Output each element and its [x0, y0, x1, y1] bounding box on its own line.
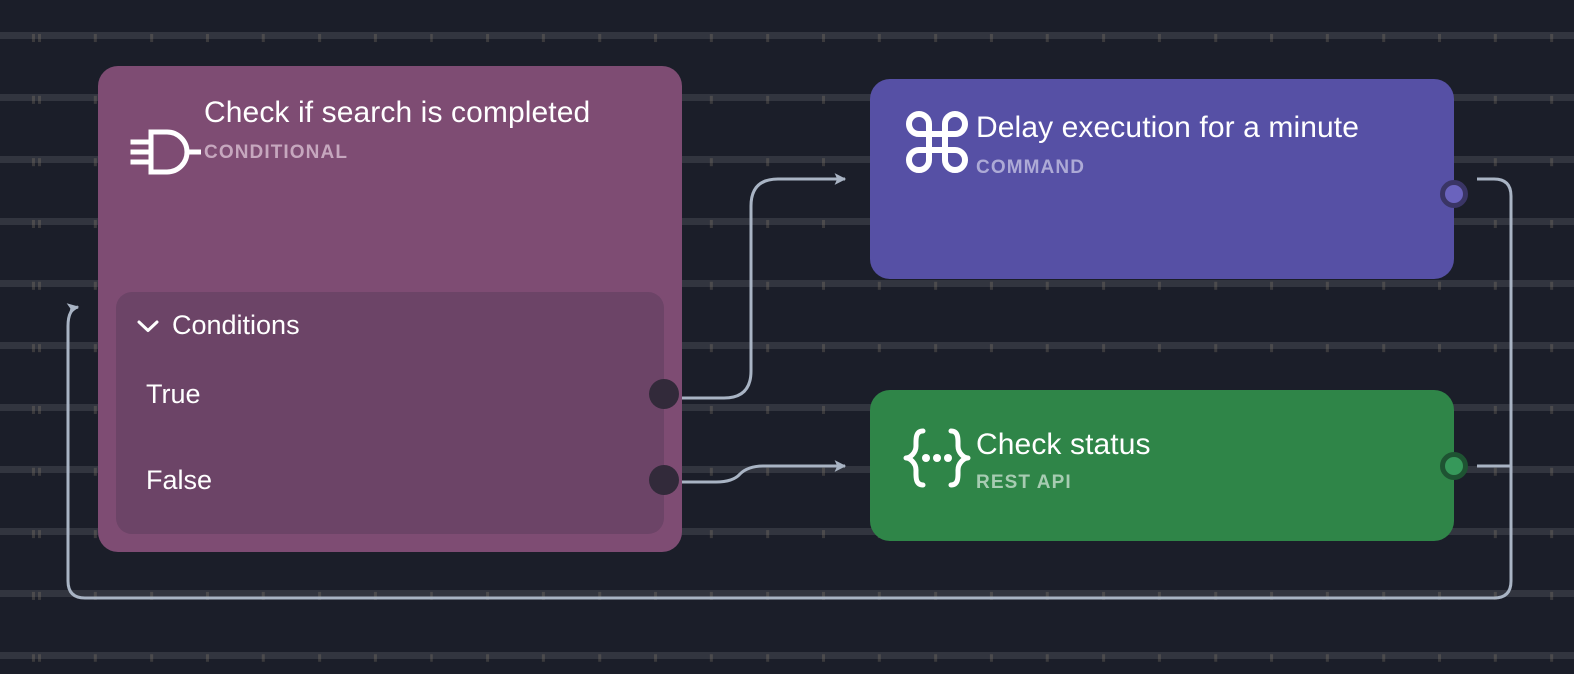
node-command-title: Delay execution for a minute [976, 111, 1359, 144]
output-port-true[interactable] [649, 379, 679, 409]
node-conditional-title: Check if search is completed [204, 96, 591, 129]
output-port-false[interactable] [649, 465, 679, 495]
output-port-command[interactable] [1440, 180, 1468, 208]
node-conditional-text: Check if search is completed CONDITIONAL [204, 94, 658, 164]
node-command-text: Delay execution for a minute COMMAND [976, 109, 1430, 179]
node-command-header: Delay execution for a minute COMMAND [870, 79, 1454, 179]
node-conditional[interactable]: Check if search is completed CONDITIONAL… [98, 66, 682, 552]
node-rest-api-subtitle: REST API [976, 471, 1072, 493]
condition-row-true[interactable]: True [116, 363, 679, 425]
output-port-rest-api[interactable] [1440, 452, 1468, 480]
condition-row-false[interactable]: False [116, 449, 679, 511]
conditions-header-label: Conditions [172, 310, 300, 340]
condition-label-false: False [146, 464, 213, 495]
node-rest-api-title: Check status [976, 428, 1151, 462]
node-command-subtitle: COMMAND [976, 156, 1086, 178]
logic-gate-icon [126, 94, 204, 180]
node-rest-api-header: Check status REST API [870, 390, 1454, 494]
condition-label-true: True [146, 378, 201, 409]
chevron-down-icon[interactable] [136, 314, 160, 338]
node-conditional-header: Check if search is completed CONDITIONAL [98, 66, 682, 290]
node-conditional-subtitle: CONDITIONAL [204, 141, 349, 163]
conditions-header[interactable]: Conditions [116, 310, 664, 341]
command-icon [898, 109, 976, 175]
curly-braces-icon [898, 426, 976, 494]
node-rest-api-text: Check status REST API [976, 426, 1430, 494]
node-command[interactable]: Delay execution for a minute COMMAND [870, 79, 1468, 279]
conditions-panel[interactable]: Conditions True False [116, 292, 679, 534]
node-rest-api[interactable]: Check status REST API [870, 390, 1468, 541]
